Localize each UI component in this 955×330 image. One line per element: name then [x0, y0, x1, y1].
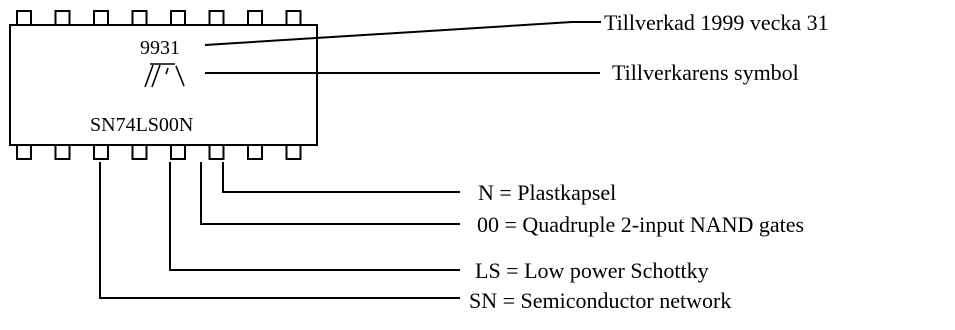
top-pin [54, 10, 71, 26]
bottom-pin [247, 144, 263, 160]
label-manufactured: Tillverkad 1999 vecka 31 [604, 10, 829, 35]
bottom-pin [131, 144, 148, 160]
chip-date-code: 9931 [140, 37, 180, 59]
bottom-pin [285, 144, 302, 160]
chip-part-number: SN74LS00N [90, 114, 193, 136]
bottom-pin [170, 144, 186, 160]
callout-line-package [222, 162, 460, 193]
bottom-pin-row [16, 144, 302, 160]
bottom-pin [208, 144, 225, 160]
top-pin [131, 10, 148, 26]
callout-line-date [204, 21, 601, 46]
callout-line-function [200, 162, 460, 225]
bottom-pin [54, 144, 71, 160]
top-pin [208, 10, 225, 26]
top-pin [93, 10, 109, 26]
label-manufacturer-symbol: Tillverkarens symbol [612, 60, 799, 85]
chip-body [9, 24, 318, 146]
callout-line-prefix [99, 162, 460, 299]
top-pin-row [16, 10, 302, 26]
label-package: N = Plastkapsel [478, 180, 616, 205]
top-pin [247, 10, 263, 26]
bottom-pin [16, 144, 32, 160]
manufacturer-logo [144, 63, 185, 88]
label-function: 00 = Quadruple 2-input NAND gates [477, 212, 804, 237]
top-pin [170, 10, 186, 26]
top-pin [285, 10, 302, 26]
label-family: LS = Low power Schottky [475, 258, 709, 283]
callout-line-family [169, 162, 460, 271]
top-pin [16, 10, 32, 26]
bottom-pin [93, 144, 109, 160]
label-prefix: SN = Semiconductor network [469, 288, 731, 313]
